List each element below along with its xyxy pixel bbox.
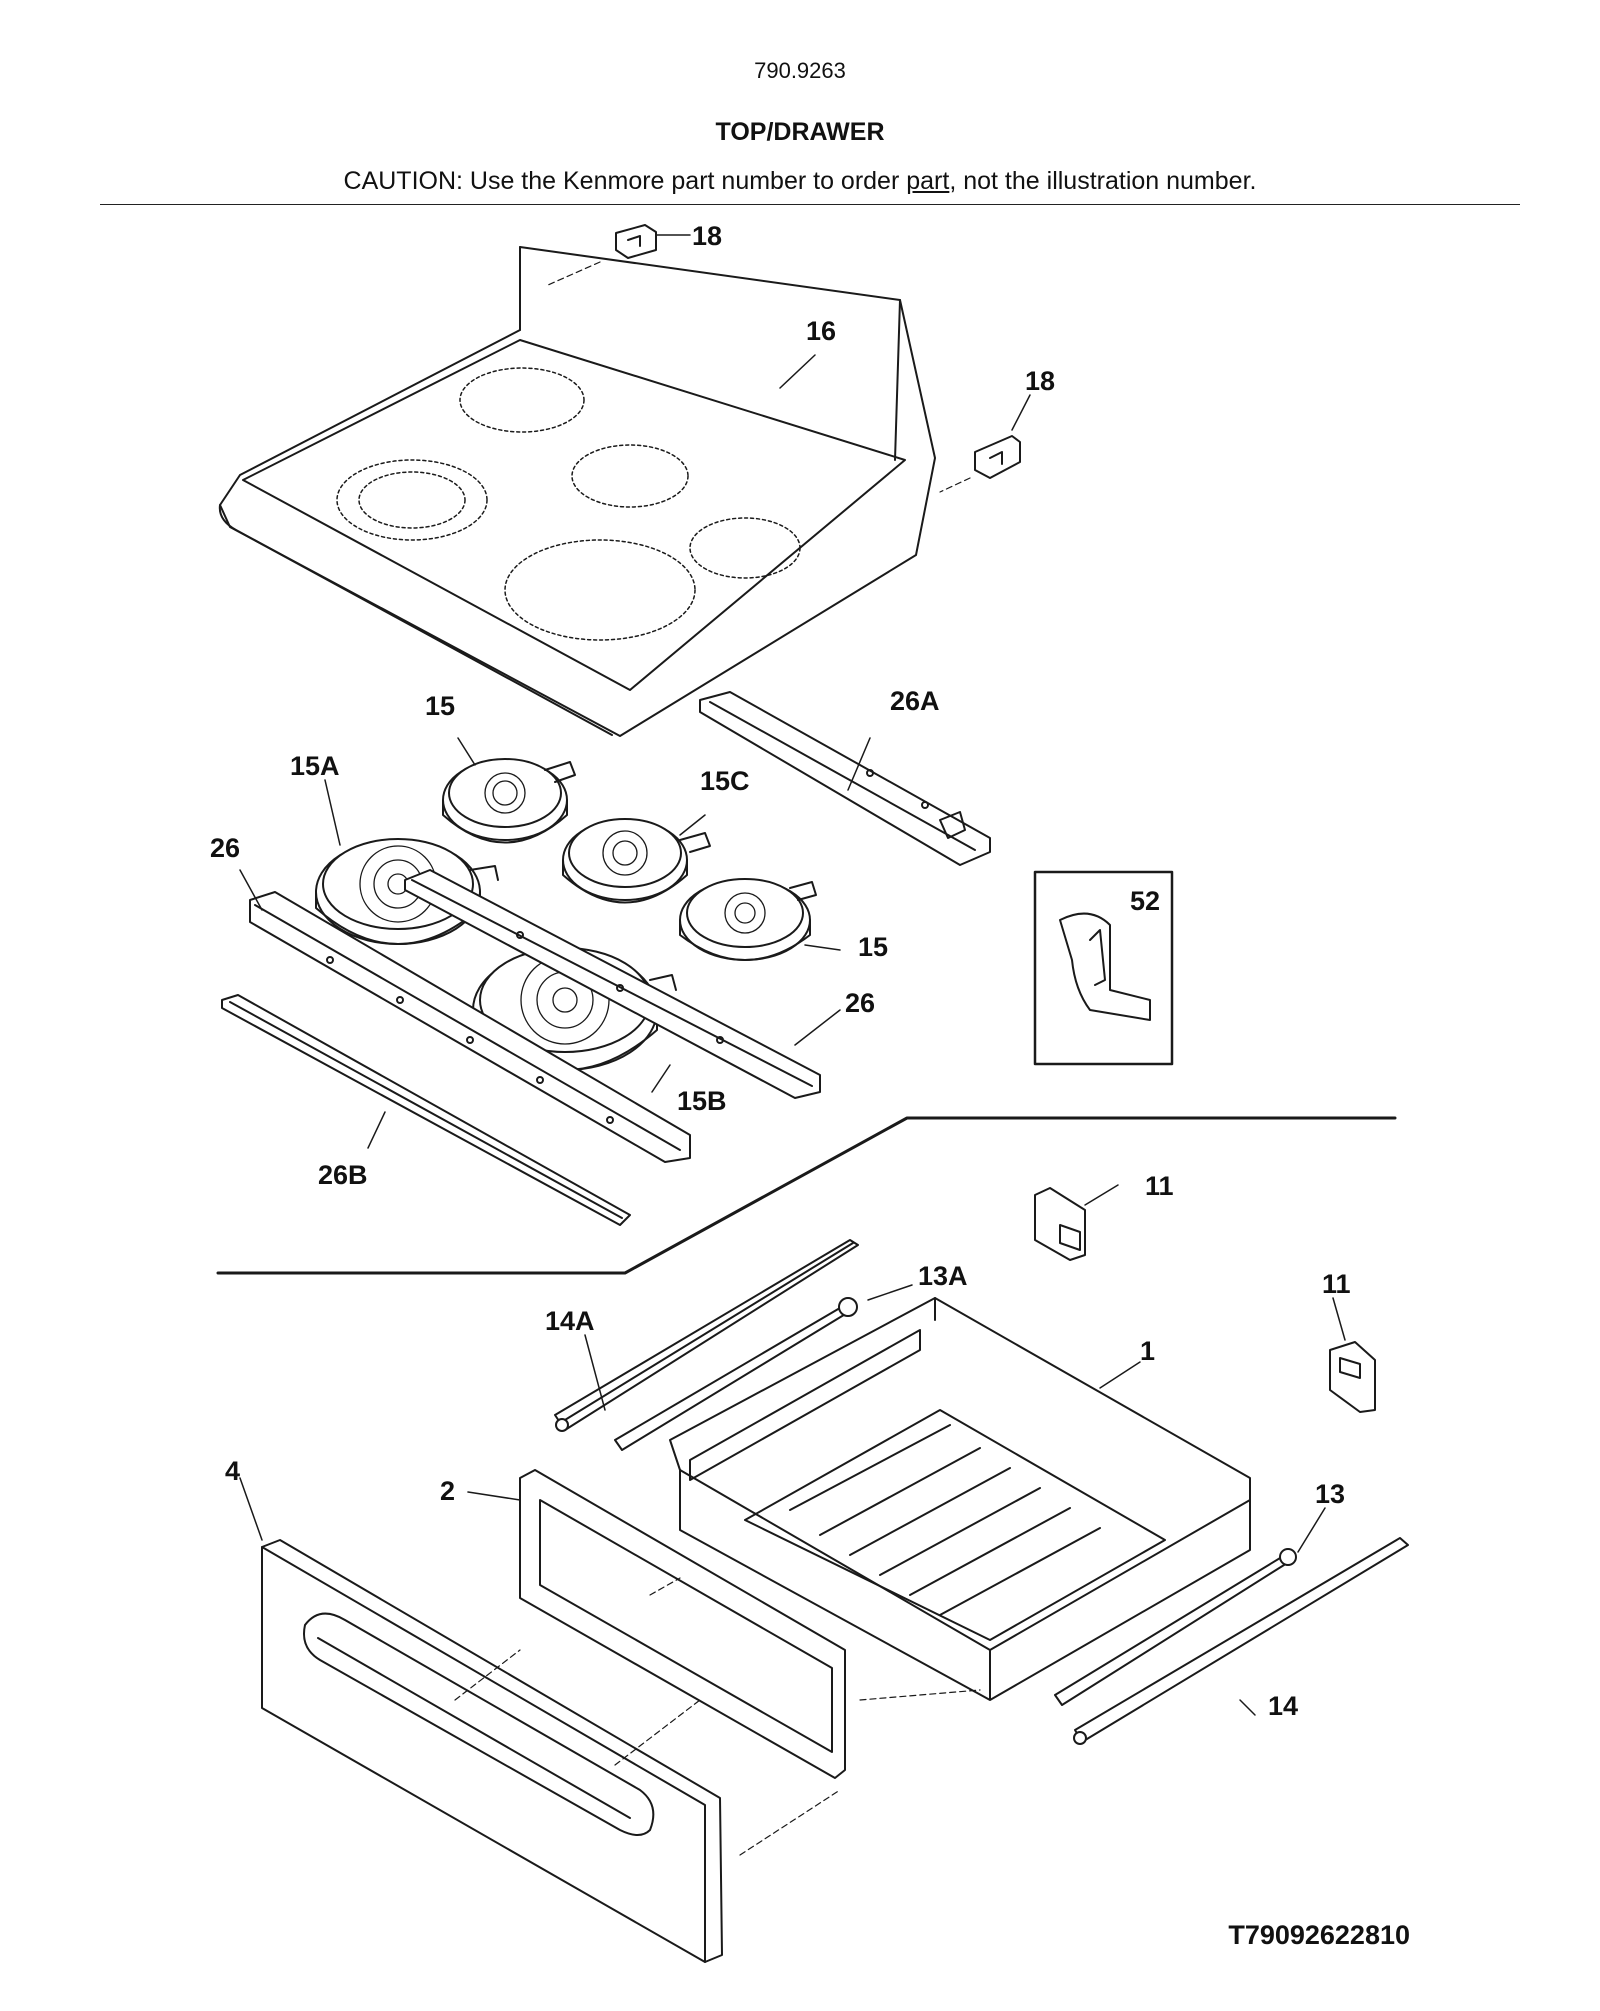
- callout-11-left: 11: [1145, 1171, 1174, 1201]
- section-divider: [216, 1116, 1397, 1275]
- leader-lines: [239, 234, 1346, 1716]
- rail-part-26-left[interactable]: [249, 891, 691, 1163]
- drawer-slide-part-13a[interactable]: [614, 1297, 858, 1451]
- drawer-slide-part-14[interactable]: [1073, 1537, 1409, 1745]
- assembly-guides: [454, 1577, 981, 1856]
- cooktop-glass-part-16[interactable]: [218, 246, 936, 737]
- callout-15b: 15B: [677, 1086, 727, 1116]
- callout-4: 4: [225, 1456, 240, 1486]
- callout-13: 13: [1315, 1479, 1345, 1509]
- callout-11-right: 11: [1322, 1269, 1351, 1299]
- callout-26b: 26B: [318, 1160, 368, 1190]
- element-part-15c[interactable]: [562, 818, 711, 904]
- drawer-glide-part-11-left[interactable]: [1034, 1187, 1086, 1261]
- callout-52: 52: [1130, 886, 1160, 916]
- model-number: 790.9263: [754, 58, 846, 83]
- element-part-15-right[interactable]: [679, 878, 817, 961]
- trim-part-26b[interactable]: [221, 994, 631, 1226]
- drawer-slide-part-14a[interactable]: [554, 1239, 859, 1432]
- rail-part-26-right[interactable]: [404, 869, 821, 1099]
- part-52-box[interactable]: [1033, 870, 1174, 1066]
- callout-18-top: 18: [692, 221, 722, 251]
- drawer-body-part-1[interactable]: [669, 1297, 1251, 1701]
- element-part-15-back[interactable]: [442, 758, 576, 844]
- drawer-panel-part-4[interactable]: [261, 1539, 723, 1963]
- callout-15-right: 15: [858, 932, 888, 962]
- callout-1: 1: [1140, 1336, 1155, 1366]
- callout-13a: 13A: [918, 1261, 968, 1291]
- callout-15-back: 15: [425, 691, 455, 721]
- caution-text: CAUTION: Use the Kenmore part number to …: [343, 167, 907, 195]
- callout-15c: 15C: [700, 766, 750, 796]
- drawer-frame-part-2[interactable]: [519, 1469, 846, 1779]
- callout-14: 14: [1268, 1691, 1298, 1721]
- header-divider: [100, 204, 1520, 205]
- caution-link[interactable]: part: [906, 167, 950, 195]
- callout-16: 16: [806, 316, 836, 346]
- callout-26-right: 26: [845, 988, 875, 1018]
- bracket-part-18-right[interactable]: [939, 435, 1021, 493]
- drawer-slide-part-13[interactable]: [1054, 1548, 1297, 1706]
- callout-14a: 14A: [545, 1306, 595, 1336]
- drawer-glide-part-11-right[interactable]: [1329, 1341, 1376, 1413]
- callout-18-right: 18: [1025, 366, 1055, 396]
- callout-15a: 15A: [290, 751, 340, 781]
- caution-text-end: , not the illustration number.: [949, 167, 1257, 195]
- callout-2: 2: [440, 1476, 455, 1506]
- caution-note: CAUTION: Use the Kenmore part number to …: [0, 167, 1600, 196]
- callout-26a: 26A: [890, 686, 940, 716]
- page-title: TOP/DRAWER: [715, 118, 885, 146]
- bracket-part-26a[interactable]: [699, 691, 991, 866]
- bracket-part-18-top[interactable]: [547, 224, 657, 286]
- callout-26-left: 26: [210, 833, 240, 863]
- diagram-code: T79092622810: [1228, 1920, 1410, 1950]
